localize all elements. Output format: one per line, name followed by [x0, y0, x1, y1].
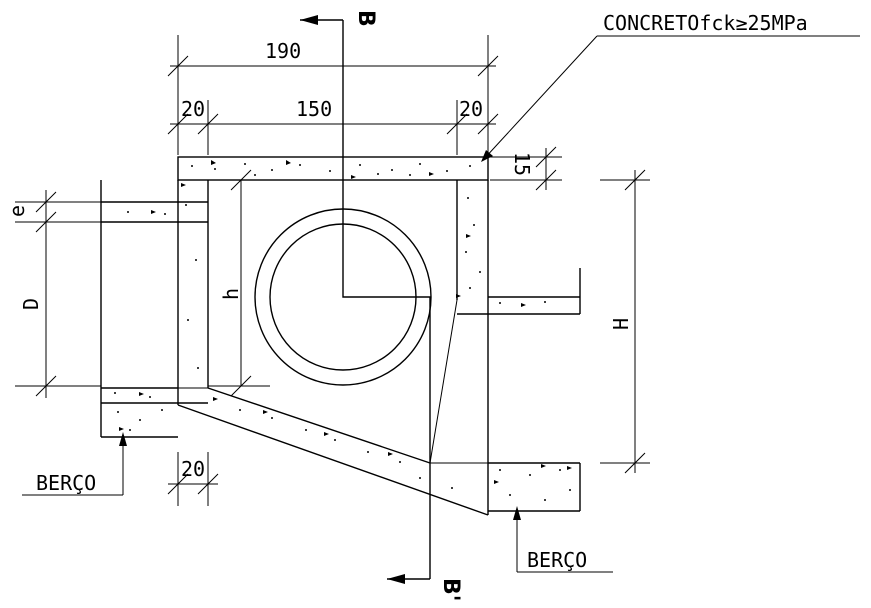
dim-total-width: [167, 35, 499, 155]
dim-label-20-left: 20: [181, 97, 205, 121]
dim-label-20-right: 20: [459, 97, 483, 121]
section-line: [300, 15, 431, 584]
dim-wall-inner-widths: [167, 100, 499, 155]
dim-label-e: e: [5, 205, 29, 217]
dim-left-diameter: [15, 190, 101, 398]
dim-label-20-bottom: 20: [181, 457, 205, 481]
dim-label-15: 15: [510, 152, 534, 176]
inlet-pipe-left: [100, 180, 208, 438]
dim-top-slab: [490, 146, 562, 191]
concrete-note-leader: [481, 35, 860, 162]
dim-height-H: [600, 169, 650, 474]
headwall-structure: [177, 156, 489, 516]
dim-bottom-wall: [167, 452, 219, 506]
dim-label-H: H: [609, 318, 633, 330]
berco-left-label: BERÇO: [36, 471, 96, 495]
berco-right-label: BERÇO: [527, 548, 587, 572]
berco-left-leader: [22, 432, 127, 496]
berco-right-leader: [513, 506, 613, 573]
dim-label-h: h: [219, 288, 243, 300]
dim-height-h: [208, 169, 270, 397]
dim-label-150: 150: [296, 97, 332, 121]
concrete-hatching: [114, 160, 572, 501]
section-label-bottom: B': [438, 578, 463, 602]
concrete-note: CONCRETOfck≥25MPa: [603, 11, 808, 35]
dim-label-190: 190: [265, 39, 301, 63]
dim-label-D: D: [19, 298, 43, 310]
outlet-pipe-right: [457, 268, 581, 512]
section-label-top: B: [353, 10, 378, 27]
